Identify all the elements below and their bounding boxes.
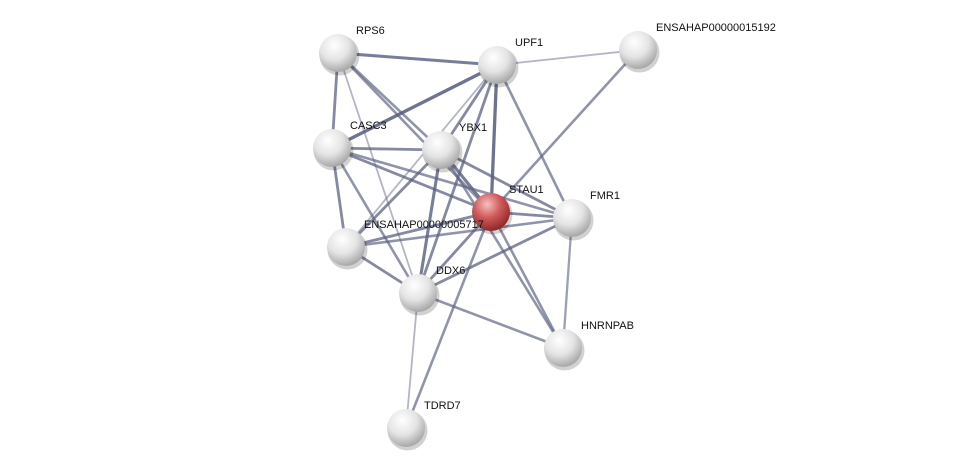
node-ensahap00000015192[interactable]: ENSAHAP00000015192 [619, 22, 776, 73]
node-sphere[interactable] [399, 274, 437, 312]
node-casc3[interactable]: CASC3 [313, 120, 387, 171]
node-sphere[interactable] [544, 329, 582, 367]
node-label: TDRD7 [424, 400, 461, 412]
edge-fmr1-ddx6[interactable] [417, 216, 573, 295]
edge-ddx6-tdrd7[interactable] [405, 292, 419, 429]
node-sphere[interactable] [327, 228, 365, 266]
node-hnrnpab[interactable]: HNRNPAB [544, 320, 634, 371]
node-ddx6[interactable]: DDX6 [399, 265, 465, 316]
edge-stau1-hnrnpab[interactable] [489, 211, 565, 349]
node-label: CASC3 [350, 120, 387, 132]
node-upf1[interactable]: UPF1 [478, 37, 543, 88]
node-tdrd7[interactable]: TDRD7 [387, 400, 461, 451]
node-sphere[interactable] [319, 34, 357, 72]
node-sphere[interactable] [387, 409, 425, 447]
edge-ybx1-ddx6[interactable] [416, 149, 443, 294]
node-sphere[interactable] [553, 199, 591, 237]
edge-upf1-ensahap00000005717[interactable] [345, 64, 498, 248]
node-sphere[interactable] [422, 131, 460, 169]
node-label: DDX6 [436, 265, 465, 277]
edge-upf1-stau1[interactable] [489, 64, 499, 213]
edge-rps6-stau1[interactable] [337, 52, 492, 213]
edge-rps6-upf1[interactable] [337, 51, 498, 67]
node-label: STAU1 [509, 184, 544, 196]
node-fmr1[interactable]: FMR1 [553, 190, 620, 241]
edge-upf1-ensahap00000015192[interactable] [496, 49, 639, 66]
node-stau1[interactable]: STAU1 [472, 184, 544, 235]
edge-upf1-casc3[interactable] [331, 63, 498, 150]
node-ybx1[interactable]: YBX1 [422, 122, 487, 173]
node-label: RPS6 [356, 25, 385, 37]
query-node-sphere[interactable] [472, 193, 510, 231]
node-sphere[interactable] [313, 129, 351, 167]
edge-upf1-fmr1[interactable] [495, 64, 574, 219]
edge-fmr1-hnrnpab[interactable] [561, 217, 574, 349]
node-label: ENSAHAP00000005717 [364, 219, 484, 231]
edge-ensahap00000015192-stau1[interactable] [490, 49, 639, 213]
edge-fmr1-ensahap00000005717[interactable] [345, 216, 573, 249]
node-label: FMR1 [590, 190, 620, 202]
edge-stau1-ensahap00000005717[interactable] [345, 210, 492, 249]
edge-ybx1-hnrnpab[interactable] [439, 149, 565, 349]
edge-ybx1-ensahap00000005717[interactable] [344, 149, 443, 248]
node-label: ENSAHAP00000015192 [656, 22, 776, 34]
edge-ybx1-fmr1[interactable] [440, 148, 573, 220]
edge-ddx6-hnrnpab[interactable] [417, 291, 564, 350]
node-sphere[interactable] [478, 46, 516, 84]
edge-stau1-tdrd7[interactable] [404, 211, 493, 429]
edge-casc3-ddx6[interactable] [330, 147, 420, 294]
node-label: UPF1 [515, 37, 543, 49]
node-rps6[interactable]: RPS6 [319, 25, 385, 76]
node-label: HNRNPAB [581, 320, 634, 332]
node-label: YBX1 [459, 122, 487, 134]
edge-rps6-ddx6[interactable] [337, 52, 419, 294]
node-sphere[interactable] [619, 31, 657, 69]
node-ensahap00000005717[interactable]: ENSAHAP00000005717 [327, 219, 484, 270]
edge-casc3-fmr1[interactable] [331, 146, 573, 220]
